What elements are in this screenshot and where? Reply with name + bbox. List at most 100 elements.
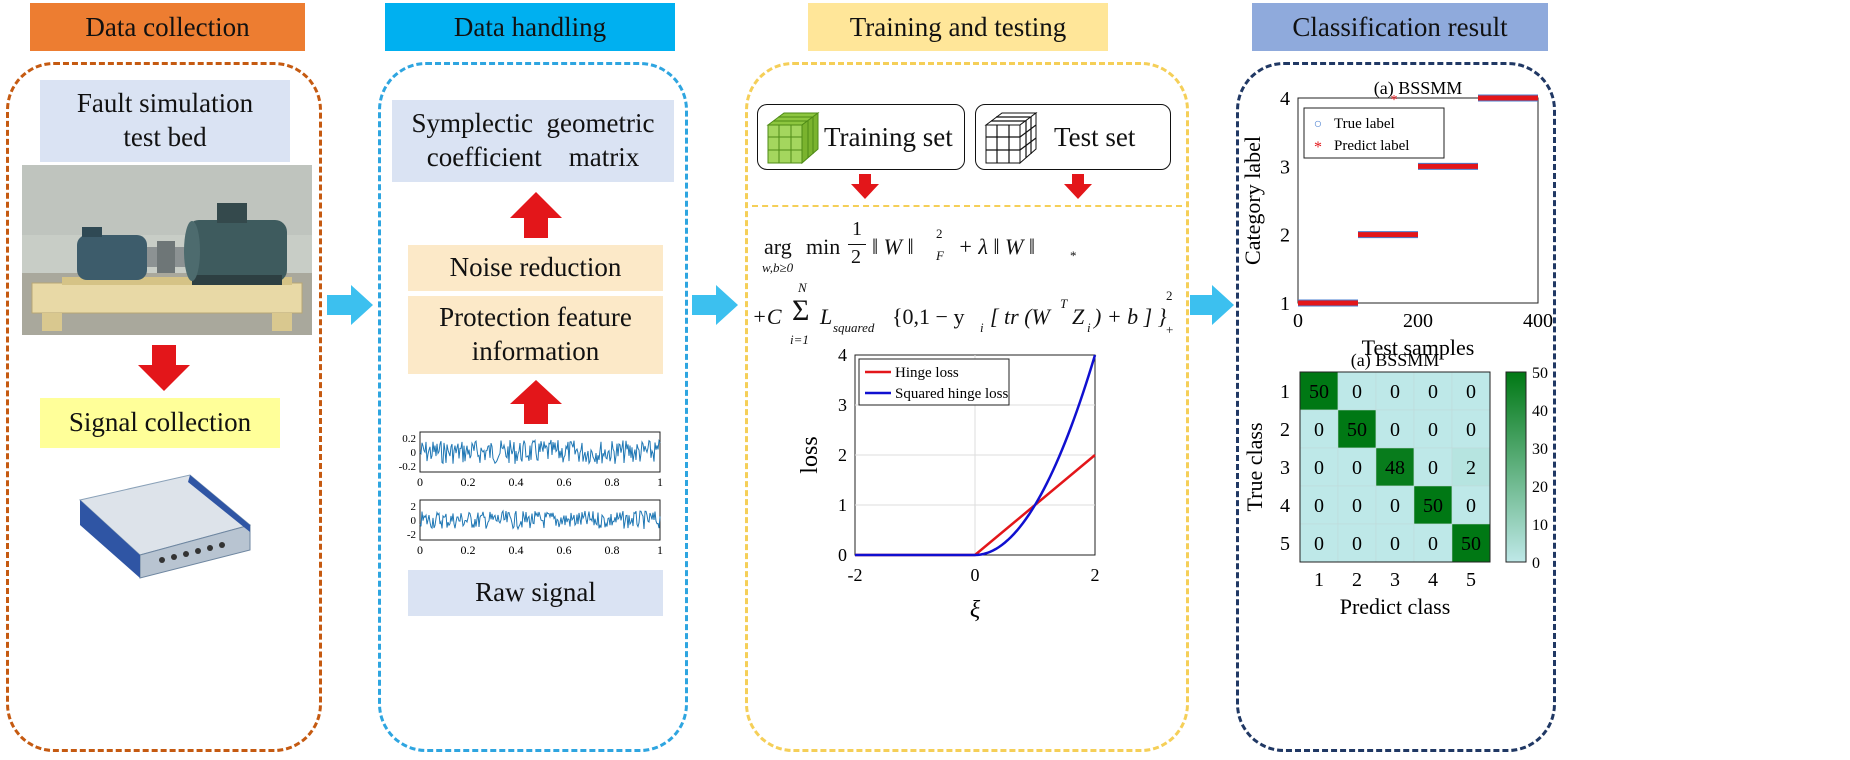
test-bed-label: Fault simulation test bed — [40, 80, 290, 162]
cm-cell-value: 0 — [1314, 457, 1324, 479]
cm-cell — [1413, 447, 1453, 487]
cm-ytick-label: 1 — [1280, 381, 1290, 403]
panel-data-handling — [378, 62, 688, 752]
formula-half-den: 2 — [851, 246, 861, 268]
raw-signal-trace-2 — [419, 509, 661, 531]
signal2-ytick-top: 2 — [411, 501, 417, 513]
cm-cell — [1375, 447, 1415, 487]
panel-training-testing — [745, 62, 1189, 752]
cm-cell-value: 2 — [1466, 457, 1476, 479]
panel-data-collection — [6, 62, 322, 752]
formula-sum-top: N — [798, 280, 807, 295]
objective-formula-line1: arg min w,b≥0 1 2 ‖ W ‖ 2 F + λ ‖ W ‖ * — [758, 212, 1178, 282]
signal1-ytick-bot: -0.2 — [399, 461, 416, 473]
formula-yi-sub: i — [980, 320, 984, 335]
formula-sub-star: * — [1070, 248, 1077, 263]
down-arrow-icon — [1064, 174, 1092, 199]
cm-xtick-label: 3 — [1390, 569, 1400, 591]
test-bed-line2: test bed — [123, 122, 207, 152]
cm-cell-value: 0 — [1390, 533, 1400, 555]
legend-predict-label: Predict label — [1334, 138, 1409, 154]
cm-cell-value: 0 — [1428, 381, 1438, 403]
cm-cell-value: 0 — [1428, 533, 1438, 555]
right-arrow-icon — [327, 285, 373, 325]
cm-cell-value: 48 — [1385, 457, 1405, 479]
formula-body: {0,1 − y — [892, 304, 965, 329]
loss-ylabel: loss — [797, 436, 823, 473]
signal-xtick: 1 — [657, 543, 663, 557]
scatter-xtick-label: 0 — [1293, 310, 1303, 332]
signal-xtick: 0.8 — [605, 543, 620, 557]
protection-line1: Protection feature — [439, 302, 632, 333]
cm-cell-value: 0 — [1390, 419, 1400, 441]
header-classification-result: Classification result — [1252, 3, 1548, 51]
signal-xtick: 0 — [417, 543, 423, 557]
predict-outlier-mark: * — [1391, 93, 1398, 108]
loss-ytick-label: 4 — [838, 345, 847, 365]
cm-cell — [1451, 409, 1491, 449]
raw-signal-trace-1 — [419, 438, 661, 465]
legend-true-label: True label — [1334, 116, 1395, 132]
formula-Z-sub: i — [1087, 320, 1091, 335]
cm-cell-value: 0 — [1466, 381, 1476, 403]
cm-title: (a) BSSMM — [1351, 350, 1440, 371]
loss-xtick-label: 0 — [971, 565, 980, 585]
cm-ytick-label: 3 — [1280, 457, 1290, 479]
formula-sup-T: T — [1060, 296, 1068, 311]
cm-colorbar-tick: 50 — [1532, 365, 1548, 382]
cm-ytick-label: 4 — [1280, 495, 1290, 517]
cm-cell — [1375, 523, 1415, 563]
noise-reduction-label: Noise reduction — [408, 245, 663, 291]
cm-cell — [1337, 409, 1377, 449]
cm-cell-value: 0 — [1314, 419, 1324, 441]
cm-ylabel: True class — [1242, 422, 1267, 511]
scatter-ytick-label: 1 — [1280, 293, 1290, 315]
down-arrow-icon — [851, 174, 879, 199]
cm-cell-value: 0 — [1314, 533, 1324, 555]
up-arrow-icon — [510, 192, 562, 238]
cm-cell — [1299, 447, 1339, 487]
cm-cell — [1337, 523, 1377, 563]
training-set-box: Training set — [757, 104, 965, 170]
scatter-ylabel: Category label — [1242, 136, 1265, 265]
formula-sup2: 2 — [1166, 288, 1173, 303]
cm-cell-value: 50 — [1309, 381, 1329, 403]
cm-xlabel: Predict class — [1340, 594, 1451, 619]
cm-cell-value: 0 — [1390, 381, 1400, 403]
cm-cell — [1299, 371, 1339, 411]
cm-cell-value: 0 — [1352, 457, 1362, 479]
formula-arg: arg — [764, 234, 792, 259]
formula-norm-w: ‖ W ‖ — [872, 234, 914, 259]
cm-colorbar — [1505, 371, 1527, 563]
right-arrow-icon — [692, 285, 738, 325]
up-arrow-icon — [510, 380, 562, 424]
cm-cell-value: 0 — [1428, 457, 1438, 479]
header-data-handling: Data handling — [385, 3, 675, 51]
loss-ytick-label: 2 — [838, 445, 847, 465]
cm-cell-value: 0 — [1352, 495, 1362, 517]
loss-ytick-label: 0 — [838, 545, 847, 565]
legend-true-marker: ○ — [1314, 117, 1322, 132]
signal-xtick: 0.2 — [461, 475, 476, 489]
signal1-ytick-mid: 0 — [411, 447, 417, 459]
scatter-legend — [1303, 107, 1445, 159]
objective-formula-line2: +C N Σ i=1 L squared {0,1 − y i [ tr (W … — [752, 280, 1182, 352]
formula-subscript: w,b≥0 — [762, 260, 794, 275]
formula-bracket: [ tr (W — [990, 304, 1050, 329]
signal-xtick: 1 — [657, 475, 663, 489]
panel-classification-result — [1236, 62, 1556, 752]
loss-xtick-label: -2 — [848, 565, 863, 585]
formula-Z: Z — [1072, 304, 1085, 329]
cm-xtick-label: 1 — [1314, 569, 1324, 591]
cm-border — [1299, 371, 1491, 563]
scatter-ytick-label: 2 — [1280, 225, 1290, 247]
test-bed-photo — [22, 165, 312, 335]
cm-cell — [1375, 371, 1415, 411]
cm-cell-value: 0 — [1314, 495, 1324, 517]
cm-xtick-label: 5 — [1466, 569, 1476, 591]
green-cube-icon — [766, 112, 820, 165]
down-arrow-icon — [138, 345, 190, 391]
